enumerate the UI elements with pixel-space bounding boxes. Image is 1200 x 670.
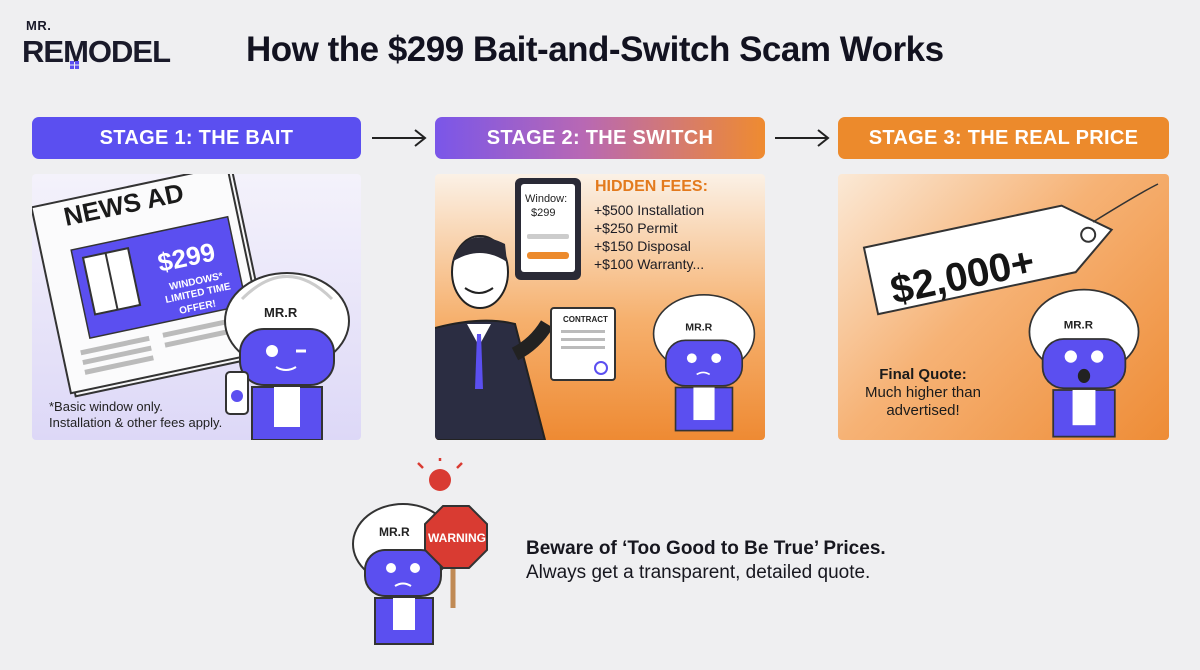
logo-wordmark: REMODEL [22,34,171,69]
mascot-robot: MR.R [224,272,350,440]
mascot-robot: MR.R [1028,288,1140,438]
arrow-right-icon [372,129,427,147]
mascot-label: MR.R [1064,319,1094,331]
warning-advice: Always get a transparent, detailed quote… [526,562,871,583]
salesman-illustration [435,235,554,440]
warning-sign-text: WARNING [428,531,486,545]
stage-2-header: STAGE 2: THE SWITCH [435,117,765,159]
brand-logo: MR. REMODEL [22,18,222,74]
stage-1-header: STAGE 1: THE BAIT [32,117,361,159]
fee-item: +$250 Permit [594,220,678,236]
price-tag-illustration: $2,000+ [862,183,1159,316]
warning-mascot: MR.R WARNING [352,458,488,645]
logo-small-text: MR. [26,18,52,33]
stage-1-panel: NEWS AD $299 WINDOWS* LIMITED TIME OFFER… [32,174,361,440]
tablet-illustration: Window: $299 [515,178,581,280]
warning-headline: Beware of ‘Too Good to Be True’ Prices. [526,538,886,559]
disclaimer-note: *Basic window only. Installation & other… [49,399,222,431]
phone-icon [225,371,249,415]
stage-3-header: STAGE 3: THE REAL PRICE [838,117,1169,159]
disclaimer-line: Installation & other fees apply. [49,415,223,430]
hidden-fees-title: HIDDEN FEES: [595,178,708,195]
tablet-line-1: Window: [525,193,567,205]
fee-item: +$150 Disposal [594,238,691,254]
tablet-line-2: $299 [531,207,555,219]
contract-label: CONTRACT [563,315,608,324]
page-title: How the $299 Bait-and-Switch Scam Works [246,30,944,69]
ad-heading: NEWS AD [61,177,186,232]
mascot-label: MR.R [685,322,712,334]
disclaimer-line: *Basic window only. [49,399,163,414]
stage-2-panel: Window: $299 CONTRACT HIDDEN FEES: +$500… [435,174,765,440]
fee-item: +$100 Warranty... [594,256,705,272]
final-quote-line: Much higher than [865,384,981,401]
final-quote-line: Final Quote: [879,366,967,383]
final-quote-line: advertised! [886,402,960,419]
newspaper-text-layer: NEWS AD $299 WINDOWS* LIMITED TIME OFFER… [61,177,232,317]
mascot-robot: MR.R [652,293,756,432]
mascot-label: MR.R [379,525,410,539]
final-quote-note: Final Quote: Much higher than advertised… [838,366,1008,420]
house-icon [70,61,79,69]
ad-price: $299 [155,236,218,277]
stage-3-panel: $2,000+ Final Quote: Much higher than ad… [838,174,1169,440]
fee-item: +$500 Installation [594,202,705,218]
contract-document: CONTRACT [550,307,616,381]
newspaper-illustration [32,174,273,398]
arrow-right-icon [775,129,830,147]
mascot-label: MR.R [264,305,298,320]
